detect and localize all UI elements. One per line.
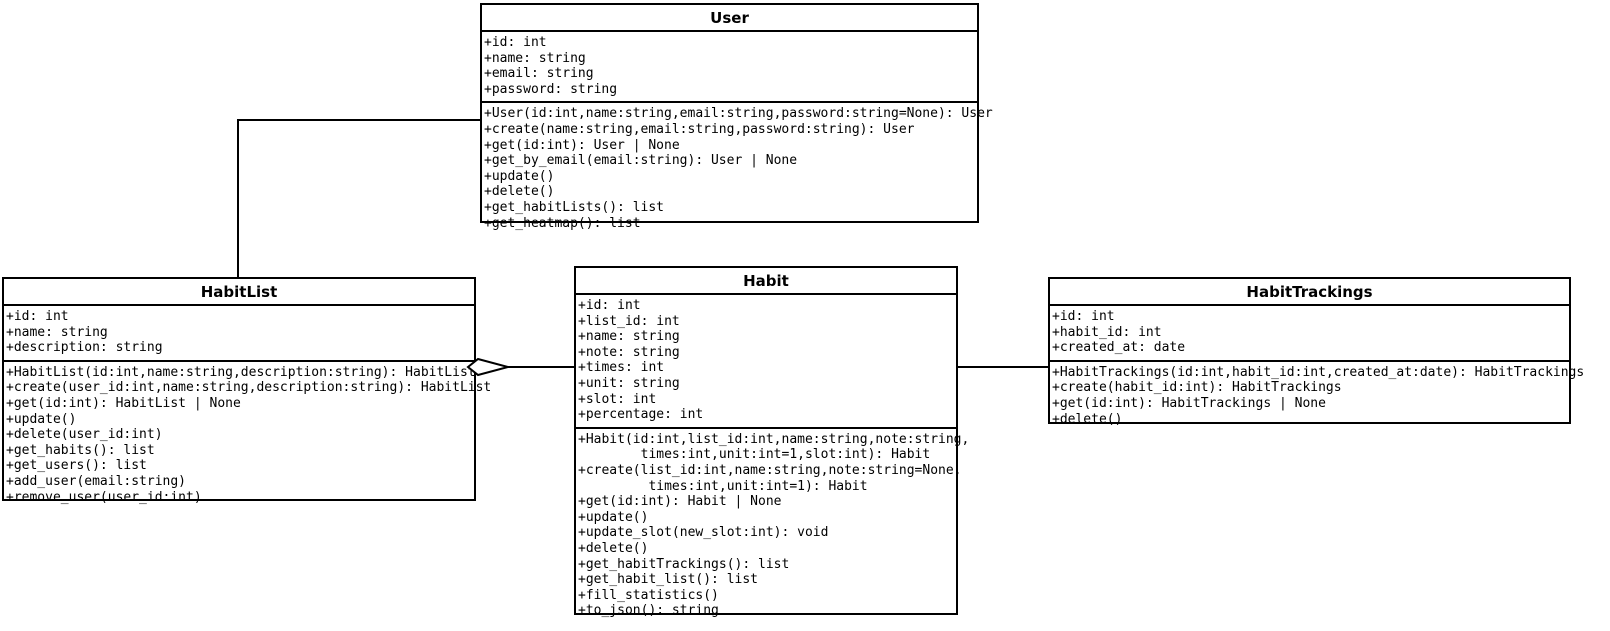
method-row: +get_users(): list xyxy=(6,458,147,474)
method-row: +add_user(email:string) xyxy=(6,473,187,489)
method-row: +delete() xyxy=(1052,411,1123,427)
class-methods-habitlist: +HabitList(id:int,name:string,descriptio… xyxy=(4,359,492,509)
class-box-user[interactable]: User +id: int +name: string +email: stri… xyxy=(480,3,993,231)
attribute-row: +habit_id: int xyxy=(1052,324,1162,340)
method-row: +get_habits(): list xyxy=(6,442,155,458)
method-row: +to_json(): string xyxy=(578,603,719,619)
attribute-row: +id: int xyxy=(6,309,69,324)
class-attributes-habittrackings: +id: int +habit_id: int +created_at: dat… xyxy=(1050,306,1569,360)
class-title-habit: Habit xyxy=(576,268,956,295)
attribute-row: +list_id: int xyxy=(578,313,680,329)
edge-habitlist-habit xyxy=(476,366,576,368)
method-row: +delete() xyxy=(484,184,555,200)
method-row: +update() xyxy=(578,509,649,525)
class-title-habitlist: HabitList xyxy=(4,279,474,306)
attribute-row: +name: string xyxy=(484,50,586,66)
edge-habit-habittrackings xyxy=(956,366,1050,368)
attribute-row: +name: string xyxy=(578,329,680,345)
class-box-habit[interactable]: Habit +id: int +list_id: int +name: stri… xyxy=(574,266,969,618)
method-row: +get_by_email(email:string): User | None xyxy=(484,153,798,169)
method-row: +get_habit_list(): list xyxy=(578,572,759,588)
edge-user-habitlist-horizontal xyxy=(237,119,482,121)
attribute-row: +password: string xyxy=(484,81,618,97)
attribute-row: +created_at: date xyxy=(1052,340,1186,356)
class-title-user: User xyxy=(482,5,977,32)
method-row: +update() xyxy=(6,411,77,427)
method-row: +get_habitLists(): list xyxy=(484,199,665,215)
method-row: +get_habitTrackings(): list xyxy=(578,556,790,572)
attribute-row: +unit: string xyxy=(578,375,680,391)
method-row: +remove_user(user_id:int) xyxy=(6,489,202,505)
method-row: +HabitTrackings(id:int,habit_id:int,crea… xyxy=(1052,364,1585,380)
attribute-row: +percentage: int xyxy=(578,407,704,423)
method-row: +create(habit_id:int): HabitTrackings xyxy=(1052,380,1342,396)
attribute-row: +slot: int xyxy=(578,391,657,407)
method-row: +delete() xyxy=(578,540,649,556)
method-row: +Habit(id:int,list_id:int,name:string,no… xyxy=(578,431,970,447)
method-row: +create(user_id:int,name:string,descript… xyxy=(6,380,492,396)
attribute-row: +times: int xyxy=(578,360,665,376)
class-attributes-habitlist: +id: int +name: string +description: str… xyxy=(4,306,474,360)
method-row: +update_slot(new_slot:int): void xyxy=(578,525,829,541)
method-row: +get(id:int): Habit | None xyxy=(578,494,782,510)
attribute-row: +id: int xyxy=(484,35,547,50)
attribute-row: +email: string xyxy=(484,66,594,82)
method-row: +get_heatmap(): list xyxy=(484,215,641,231)
attribute-row: +name: string xyxy=(6,324,108,340)
aggregation-diamond-icon xyxy=(466,357,510,377)
method-row: +create(list_id:int,name:string,note:str… xyxy=(578,462,962,478)
class-title-habittrackings: HabitTrackings xyxy=(1050,279,1569,306)
attribute-row: +note: string xyxy=(578,344,680,360)
attribute-row: +id: int xyxy=(578,298,641,313)
method-row: +HabitList(id:int,name:string,descriptio… xyxy=(6,364,476,380)
method-row-continuation: times:int,unit:int=1,slot:int): Habit xyxy=(578,447,931,463)
class-box-habitlist[interactable]: HabitList +id: int +name: string +descri… xyxy=(2,277,491,505)
class-methods-habittrackings: +HabitTrackings(id:int,habit_id:int,crea… xyxy=(1050,359,1585,431)
method-row: +User(id:int,name:string,email:string,pa… xyxy=(484,106,993,122)
class-methods-user: +User(id:int,name:string,email:string,pa… xyxy=(482,101,993,235)
class-attributes-user: +id: int +name: string +email: string +p… xyxy=(482,32,977,101)
method-row: +get(id:int): HabitTrackings | None xyxy=(1052,395,1326,411)
method-row: +update() xyxy=(484,168,555,184)
edge-user-habitlist-vertical xyxy=(237,119,239,279)
method-row: +delete(user_id:int) xyxy=(6,427,163,443)
class-attributes-habit: +id: int +list_id: int +name: string +no… xyxy=(576,295,956,427)
method-row-continuation: times:int,unit:int=1): Habit xyxy=(578,478,868,494)
method-row: +get(id:int): User | None xyxy=(484,137,680,153)
method-row: +fill_statistics() xyxy=(578,587,719,603)
class-box-habittrackings[interactable]: HabitTrackings +id: int +habit_id: int +… xyxy=(1048,277,1584,427)
method-row: +create(name:string,email:string,passwor… xyxy=(484,121,915,137)
method-row: +get(id:int): HabitList | None xyxy=(6,395,241,411)
attribute-row: +description: string xyxy=(6,340,163,356)
class-methods-habit: +Habit(id:int,list_id:int,name:string,no… xyxy=(576,426,970,623)
attribute-row: +id: int xyxy=(1052,309,1115,324)
